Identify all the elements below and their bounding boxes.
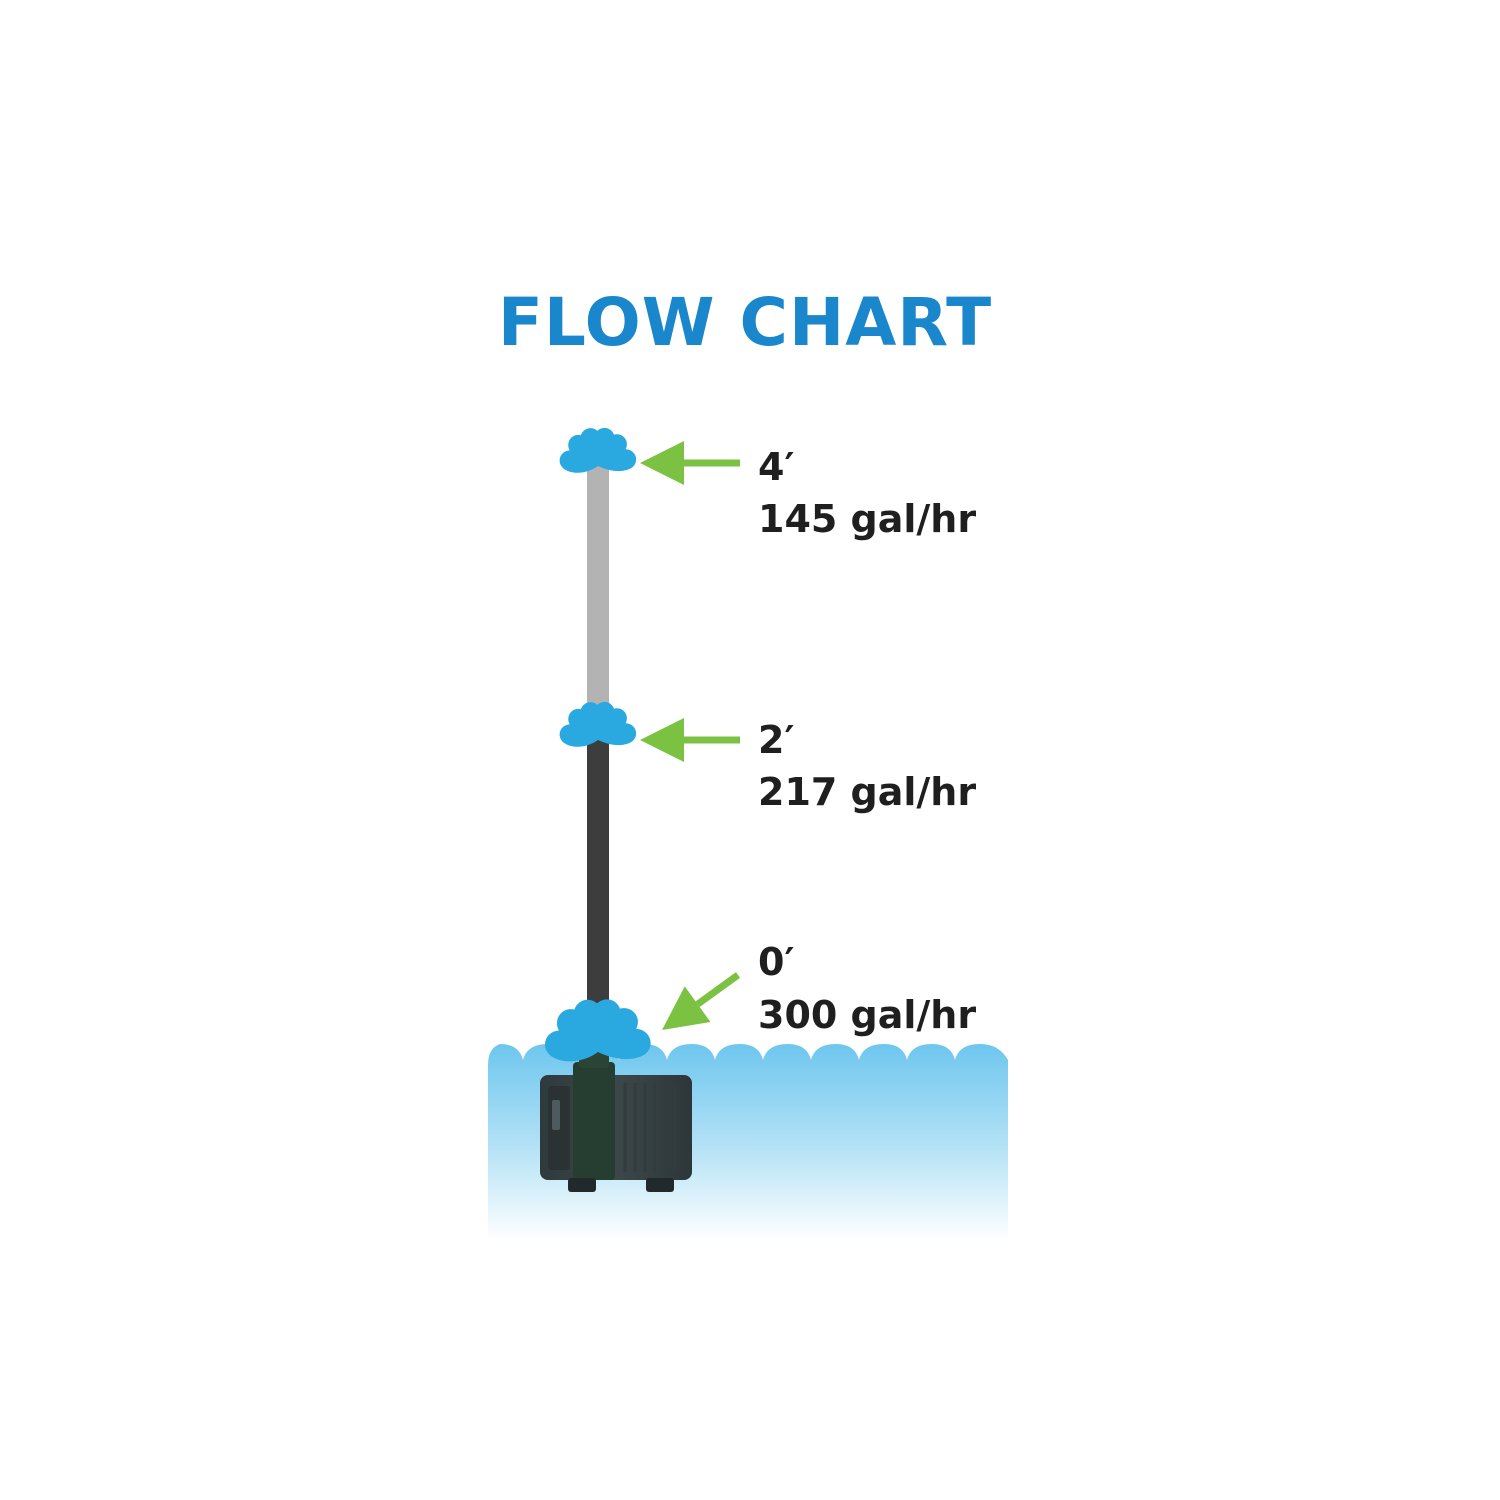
arrow-group	[640, 441, 741, 1030]
chart-title: FLOW CHART	[498, 284, 992, 361]
level-flow-label: 145 gal/hr	[758, 497, 976, 541]
tube-upper-segment	[587, 465, 609, 740]
green-arrow-icon	[640, 441, 740, 485]
fountain-pump-icon	[540, 1050, 692, 1192]
level-height-label: 0′	[758, 940, 794, 984]
green-arrow-icon	[662, 972, 741, 1030]
level-flow-label: 300 gal/hr	[758, 993, 976, 1037]
level-height-label: 4′	[758, 445, 794, 489]
level-flow-label: 217 gal/hr	[758, 770, 976, 814]
tube-lower-segment	[587, 740, 609, 1045]
level-height-label: 2′	[758, 718, 794, 762]
green-arrow-icon	[640, 718, 740, 762]
